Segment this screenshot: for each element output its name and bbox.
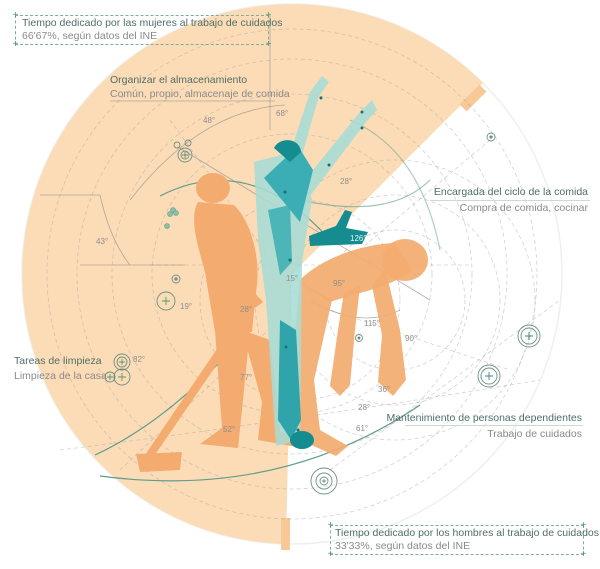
- crosshair-markers: [104, 132, 541, 495]
- corner-plus-icon: +: [265, 39, 272, 50]
- men-share-title: Tiempo dedicado por los hombres al traba…: [335, 527, 600, 539]
- angle-label: 61°: [356, 424, 369, 433]
- task-dependents-subtitle: Trabajo de cuidados: [487, 428, 582, 440]
- task-food-cycle-subtitle: Compra de comida, cocinar: [459, 202, 588, 214]
- corner-plus-icon: +: [265, 10, 272, 21]
- angle-label: 115°: [364, 319, 380, 328]
- task-dependents-title: Mantenimiento de personas dependientes: [386, 412, 582, 424]
- sector-tab-bottom: [281, 518, 290, 550]
- corner-plus-icon: +: [12, 39, 19, 50]
- bottle-tool: [309, 210, 368, 246]
- task-dependents-rule: [405, 425, 583, 426]
- angle-label: 48°: [203, 116, 216, 125]
- angle-label: 28°: [358, 403, 371, 412]
- angle-label: 52°: [223, 425, 236, 434]
- angle-label: 90°: [405, 334, 418, 343]
- women-share-value: 66'67%, según datos del INE: [22, 30, 158, 42]
- angle-label: 68°: [276, 109, 289, 118]
- figure-reaching-woman: [254, 76, 377, 449]
- outer-ring: [21, 3, 563, 545]
- corner-plus-icon: +: [327, 520, 334, 531]
- angle-label: 126°: [350, 234, 367, 243]
- task-storage-subtitle: Común, propio, almacenaje de comida: [110, 88, 290, 100]
- men-share-value: 33'33%, según datos del INE: [335, 540, 471, 552]
- angle-label: 28°: [240, 305, 253, 314]
- green-dot-cluster: [164, 207, 179, 229]
- corner-plus-icon: +: [12, 10, 19, 21]
- task-cleaning-title: Tareas de limpieza: [14, 355, 102, 367]
- angle-label: 15°: [286, 274, 299, 283]
- angle-label: 95°: [333, 279, 346, 288]
- angle-label: 19°: [180, 302, 193, 311]
- women-share-title: Tiempo dedicado por las mujeres al traba…: [22, 17, 283, 29]
- angle-label: 77°: [240, 373, 253, 382]
- angle-label: 28°: [340, 177, 353, 186]
- women-share-box: + + + +: [12, 10, 272, 50]
- task-storage-title: Organizar el almacenamiento: [110, 74, 248, 86]
- task-food-cycle-rule: [430, 200, 590, 201]
- angle-label: 36°: [378, 385, 391, 394]
- angle-label: 43°: [96, 237, 109, 246]
- figure-cleaning-woman: [136, 173, 302, 472]
- corner-plus-icon: +: [327, 549, 334, 560]
- corner-plus-icon: +: [580, 520, 587, 531]
- task-food-cycle-title: Encargada del ciclo de la comida: [433, 186, 588, 198]
- figure-bent-person: [290, 239, 428, 456]
- sector-tab-top: [459, 84, 487, 112]
- corner-plus-icon: +: [580, 549, 587, 560]
- task-cleaning-subtitle: Limpieza de la casa: [14, 370, 107, 382]
- men-share-box: + + + +: [327, 520, 587, 560]
- angle-label: 82°: [133, 355, 146, 364]
